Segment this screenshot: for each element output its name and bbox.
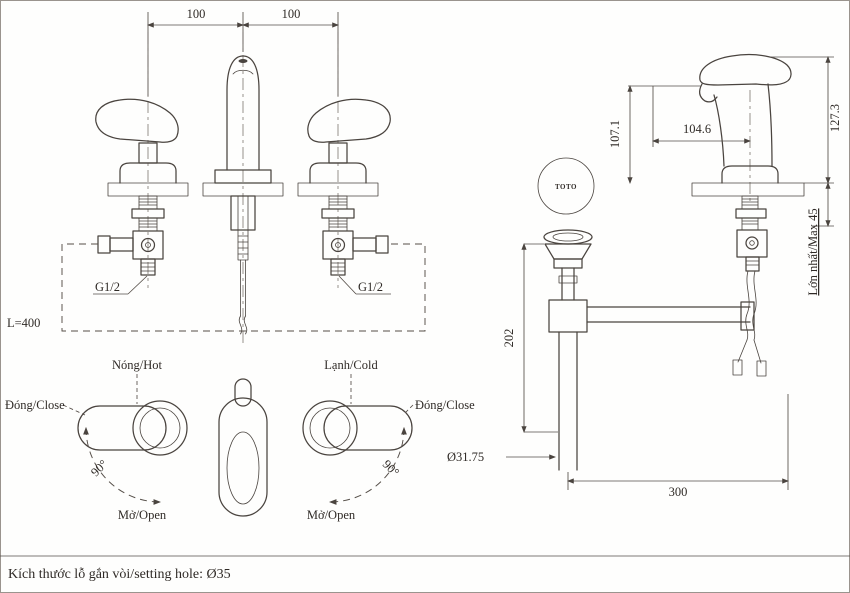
popup-drain (543, 229, 755, 471)
spout-height-label: 107.1 (608, 120, 622, 148)
faucet-side (691, 53, 805, 377)
dim-drain-diameter: Ø31.75 (447, 450, 557, 464)
dim-spout-reach: 104.6 (651, 86, 752, 147)
close-left-label: Đóng/Close (5, 398, 65, 412)
open-left-label: Mở/Open (118, 508, 167, 522)
aerator-mark (238, 59, 248, 63)
brand-badge: TOTO (537, 157, 595, 215)
dim-spacing-left-label: 100 (187, 7, 206, 21)
plan-view: Nóng/Hot Đóng/Close 90° Mở/Open Lạnh/Col… (5, 358, 475, 522)
deck-thickness-label: Lớn nhất/Max 45 (806, 208, 820, 295)
open-right-label: Mở/Open (307, 508, 356, 522)
cold-label: Lạnh/Cold (324, 358, 378, 372)
right-handle-front (297, 98, 391, 276)
drain-length-label: 202 (502, 329, 516, 348)
side-view: TOTO (447, 53, 842, 499)
dim-spout-height: 107.1 (608, 84, 701, 185)
front-view: 100 100 (7, 7, 426, 346)
angle-right-label: 90° (380, 457, 402, 479)
angle-left-label: 90° (88, 457, 110, 479)
drain-diameter-label: Ø31.75 (447, 450, 484, 464)
thread-left-label: G1/2 (95, 280, 120, 294)
overall-height-label: 127.3 (828, 104, 842, 132)
right-handle-plan: Lạnh/Cold Đóng/Close 90° Mở/Open (302, 358, 475, 522)
dim-deck-thickness: Lớn nhất/Max 45 (806, 181, 834, 296)
thread-right-label: G1/2 (358, 280, 383, 294)
rotation-arc-right (328, 426, 407, 505)
dim-spacing-right-label: 100 (282, 7, 301, 21)
thread-callout-right: G1/2 (338, 275, 391, 295)
dim-overall-height: 127.3 (770, 55, 842, 185)
close-right-label: Đóng/Close (415, 398, 475, 412)
left-handle-front (95, 98, 189, 276)
spout-reach-label: 104.6 (683, 122, 711, 136)
spout-plan (218, 378, 268, 517)
dim-drain-offset: 300 (566, 394, 790, 499)
thread-callout-left: G1/2 (93, 275, 148, 295)
hot-label: Nóng/Hot (112, 358, 163, 372)
left-handle-plan: Nóng/Hot Đóng/Close 90° Mở/Open (5, 358, 188, 522)
setting-hole-note: Kích thước lỗ gắn vòi/setting hole: Ø35 (8, 567, 231, 582)
supply-hose-routing (61, 243, 426, 332)
drain-offset-label: 300 (669, 485, 688, 499)
hose-length-label: L=400 (7, 316, 40, 330)
spout-front (202, 55, 284, 335)
footer: Kích thước lỗ gắn vòi/setting hole: Ø35 (0, 555, 850, 582)
rotation-arc-left (83, 426, 162, 505)
dim-drain-length: 202 (502, 242, 558, 434)
brand-logo-text: TOTO (555, 183, 577, 191)
